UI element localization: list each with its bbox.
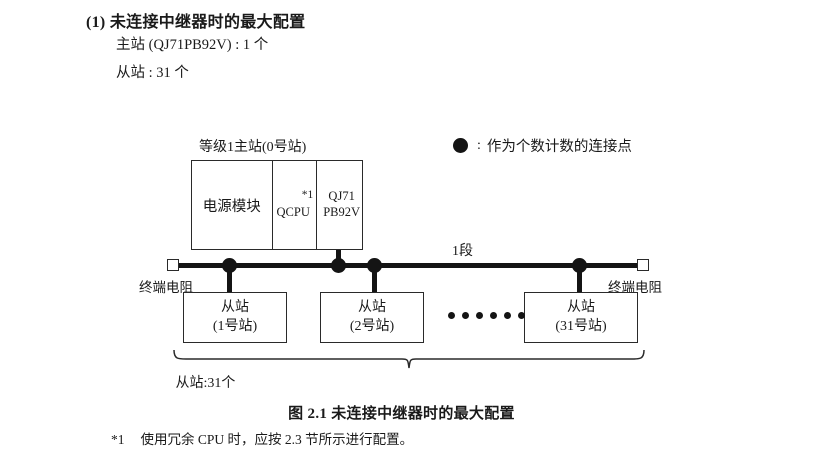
slave-ellipsis-icon [448,312,525,319]
pb92v-label-line1: QJ71 [328,189,355,204]
terminator-left-icon [167,259,179,271]
filled-circle-icon [453,138,468,153]
ellipsis-dot [476,312,483,319]
ellipsis-dot [462,312,469,319]
slave-station-box-1: 从站 (1号站) [183,292,287,343]
slave-station-box-31: 从站 (31号站) [524,292,638,343]
power-module-cell: 电源模块 [192,161,273,249]
figure-caption-wrap: 图 2.1 未连接中继器时的最大配置 [0,402,821,423]
ellipsis-dot [518,312,525,319]
connection-point-icon-slave31 [572,258,587,273]
master-count-line: 主站 (QJ71PB92V) : 1 个 [116,37,269,53]
slave2-drop-line [372,266,377,293]
qcpu-cell: *1 QCPU [273,161,318,249]
slave-title-31: 从站 [567,299,595,315]
master-drop-line [336,250,341,264]
segment-label: 1段 [452,244,473,259]
slave-group-caption-wrap: 从站:31个 [0,372,821,392]
connection-point-icon-slave2 [367,258,382,273]
trunk-bus-line [178,263,641,268]
footnote: *1 使用冗余 CPU 时，应按 2.3 节所示进行配置。 [111,428,413,448]
footnote-mark: *1 [111,432,125,447]
pb92v-module-cell: QJ71 PB92V [317,161,362,249]
figure-caption: 图 2.1 未连接中继器时的最大配置 [288,406,515,422]
slave-group-brace [170,348,648,370]
terminator-left-label: 终端电阻 [139,280,193,295]
slave-count-line: 从站 : 31 个 [116,65,189,81]
terminator-right-icon [637,259,649,271]
slave-subtitle-2: (2号站) [349,318,395,334]
slave-station-box-2: 从站 (2号站) [320,292,424,343]
slave-title-2: 从站 [358,299,386,315]
master-station-label: 等级1主站(0号站) [199,140,307,155]
legend: : 作为个数计数的连接点 [453,135,632,156]
legend-label: 作为个数计数的连接点 [486,139,632,155]
slave1-drop-line [227,266,232,293]
master-station-box: 电源模块 *1 QCPU QJ71 PB92V [191,160,363,250]
ellipsis-dot [448,312,455,319]
footnote-text: 使用冗余 CPU 时，应按 2.3 节所示进行配置。 [140,432,414,447]
pb92v-label-line2: PB92V [323,205,361,219]
ellipsis-dot [504,312,511,319]
terminator-right-label: 终端电阻 [608,280,662,295]
slave-subtitle-31: (31号站) [555,318,607,334]
slave-group-caption: 从站:31个 [175,376,236,391]
connection-point-icon-slave1 [222,258,237,273]
ellipsis-dot [490,312,497,319]
qcpu-label: QCPU [276,205,310,219]
legend-colon: : [477,137,481,153]
slave-subtitle-1: (1号站) [212,318,258,334]
connection-point-icon-master [331,258,346,273]
section-heading: (1) 未连接中继器时的最大配置 [86,14,306,31]
slave-title-1: 从站 [221,299,249,315]
footnote-marker: *1 [301,189,314,201]
slave31-drop-line [577,266,582,293]
